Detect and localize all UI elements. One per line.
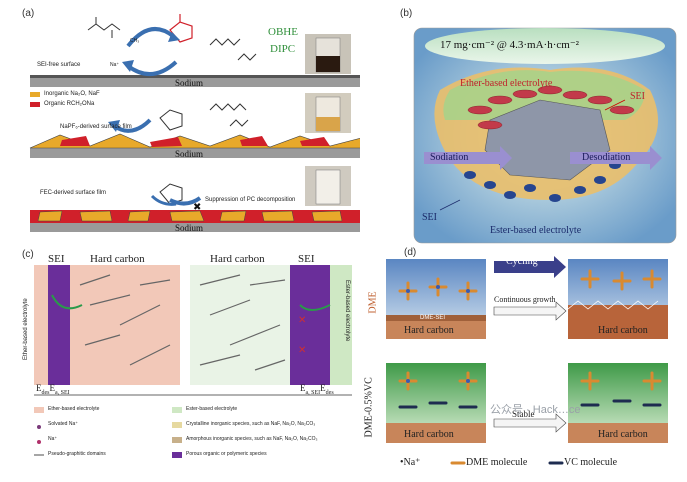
sei-free-label: SEI-free surface — [37, 62, 81, 68]
c-legend-4: Ester-based electrolyte — [186, 406, 238, 412]
c-legend-5: Crystalline inorganic species, such as N… — [186, 421, 316, 427]
vc-vertical: DME-0.5%VC — [363, 377, 375, 438]
sodium-bar-1 — [30, 77, 360, 87]
legend-dme: DME molecule — [466, 457, 528, 468]
sodiation-arrow — [424, 146, 512, 170]
c-legend-3: Pseudo-graphitic domains — [48, 451, 106, 457]
svg-text:✕: ✕ — [298, 345, 306, 356]
sei-bottom-label: SEI — [422, 212, 437, 223]
desodiation-label: Desodiation — [582, 152, 631, 163]
dipc-label: DIPC — [270, 43, 296, 55]
hard-carbon-3: Hard carbon — [404, 429, 454, 440]
suppression-label: Suppression of PC decomposition — [205, 197, 296, 203]
c-legend-0: Ether-based electrolyte — [48, 406, 100, 412]
sodiation-label: Sodiation — [430, 152, 469, 163]
curved-arrow-1 — [126, 26, 175, 48]
sodium-label-1: Sodium — [175, 78, 204, 88]
ether-label: Ether-based electrolyte — [460, 78, 553, 89]
c-legend-2: Na⁺ — [48, 436, 58, 442]
legend-vc: VC molecule — [564, 457, 618, 468]
napf6-film-layer — [29, 133, 360, 158]
c-ether-vertical: Ether-based electrolyte — [23, 298, 29, 360]
svg-text:✖: ✖ — [193, 202, 201, 213]
sei-top-label: SEI — [630, 91, 645, 102]
panel-b-label: (b) — [400, 8, 413, 19]
cycling-arrow — [494, 256, 566, 278]
fec-film-label: FEC-derived surface film — [40, 190, 107, 196]
hard-carbon-2: Hard carbon — [598, 325, 648, 336]
sodium-label-2: Sodium — [175, 149, 204, 159]
sodium-label-3: Sodium — [175, 223, 204, 233]
cycling-label: Cycling — [506, 256, 538, 267]
panel-c: (c) ✕ ✕ SEI Hard carbon Hard carbon — [0, 245, 360, 482]
panel-d: (d) — [360, 245, 687, 482]
fec-film-layer — [30, 210, 360, 232]
legend-organic: Organic RCH₂ONa — [44, 101, 95, 107]
panel-a-drawing: ✖ — [29, 14, 360, 232]
panel-b-drawing — [413, 27, 677, 244]
c-hard-carbon-left: Hard carbon — [90, 253, 145, 265]
dme-vertical: DME — [367, 291, 379, 314]
continuous-arrow — [493, 301, 567, 321]
ch3-label: CH₃ — [130, 38, 140, 44]
panel-a-label: (a) — [22, 8, 35, 19]
panel-d-drawing — [386, 256, 668, 465]
c-e-left: EdesEa, SEI — [36, 383, 70, 396]
hard-carbon-4: Hard carbon — [598, 429, 648, 440]
continuous-label: Continuous growth — [494, 295, 556, 304]
svg-text:✕: ✕ — [298, 315, 306, 326]
c-hard-carbon-right: Hard carbon — [210, 253, 265, 265]
obhe-label: OBHE — [268, 26, 298, 38]
molecule-sketch-2 — [209, 38, 257, 61]
panel-c-label: (c) — [22, 249, 34, 260]
panel-d-label: (d) — [404, 247, 417, 258]
panel-c-drawing: ✕ ✕ — [34, 265, 352, 458]
c-legend-7: Porous organic or polymeric species — [186, 451, 267, 457]
na-plus-label: Na⁺ — [110, 62, 120, 68]
napf6-film-label: NaPF₆-derived surface film — [60, 124, 132, 130]
c-ester-vertical: Ester-based electrolyte — [344, 280, 350, 342]
panel-b: (b) — [400, 0, 687, 245]
c-legend-6: Amorphous inorganic species, such as NaF… — [186, 436, 318, 442]
panel-a: (a) — [0, 0, 360, 245]
stable-label: Stable — [512, 409, 535, 419]
legend-inorganic: Inorganic Na₂O, NaF — [44, 91, 100, 97]
c-e-right: Ea, SEIEdes — [300, 383, 334, 396]
hard-carbon-1: Hard carbon — [404, 325, 454, 336]
stable-arrow — [493, 413, 567, 433]
curved-arrow-4 — [169, 196, 202, 206]
dme-sei-label: DME-SEI — [420, 315, 446, 321]
c-sei-right: SEI — [298, 253, 315, 265]
watermark-text: 公众号 · Hack…ce — [490, 404, 581, 416]
desodiation-arrow — [570, 146, 662, 170]
curved-arrow-2 — [126, 60, 178, 76]
c-sei-left: SEI — [48, 253, 65, 265]
loading-header: 17 mg·cm⁻² @ 4.3·mA·h·cm⁻² — [440, 39, 579, 51]
legend-na: •Na⁺ — [400, 457, 421, 468]
ester-label: Ester-based electrolyte — [490, 225, 582, 236]
c-legend-1: Solvated Na⁺ — [48, 421, 78, 427]
molecule-sketch-1 — [87, 17, 121, 38]
